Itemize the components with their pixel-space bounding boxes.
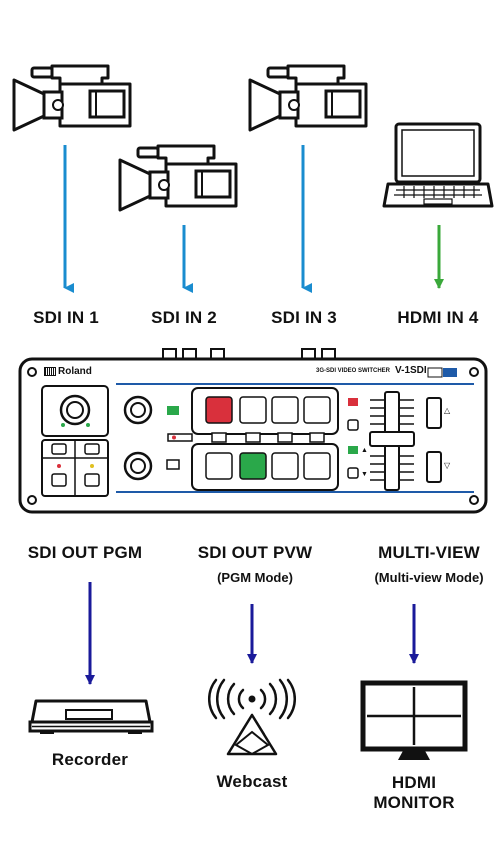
pvw-button-1 [205, 452, 233, 480]
pvw-button-2 [239, 452, 267, 480]
output-sub-pgm-mode: (PGM Mode) [217, 570, 293, 585]
input-label-sdi-in-1: SDI IN 1 [33, 308, 99, 327]
destination-label-webcast: Webcast [216, 772, 288, 791]
pvw-button-3 [271, 452, 299, 480]
input-label-sdi-in-3: SDI IN 3 [271, 308, 337, 327]
svg-text:▽: ▽ [444, 461, 451, 470]
device-model-name: V-1SDI [395, 365, 427, 376]
svg-text:▲: ▲ [361, 447, 368, 454]
camera-1-icon [12, 64, 132, 132]
output-label-sdi-out-pvw: SDI OUT PVW [197, 543, 313, 562]
output-sub-multi-view-mode: (Multi-view Mode) [374, 570, 484, 585]
recorder-icon [28, 699, 154, 734]
svg-text:▼: ▼ [361, 471, 368, 478]
brand-mark-icon [44, 367, 56, 376]
input-label-sdi-in-2: SDI IN 2 [151, 308, 217, 327]
video-switcher-device: ▲ ▼ △ ▽ [18, 348, 488, 514]
svg-text:△: △ [444, 406, 451, 415]
destination-label-hdmi: HDMI [391, 773, 437, 792]
pgm-button-1 [205, 396, 233, 424]
webcast-antenna-icon [207, 678, 297, 756]
hdmi-monitor-icon [360, 680, 468, 760]
camera-2-icon [118, 144, 238, 212]
input-label-hdmi-in-4: HDMI IN 4 [397, 308, 479, 327]
pgm-button-2 [239, 396, 267, 424]
destination-label-recorder: Recorder [51, 750, 129, 769]
output-label-sdi-out-pgm: SDI OUT PGM [27, 543, 143, 562]
device-model-caption: 3G-SDI VIDEO SWITCHER [316, 368, 391, 374]
destination-label-monitor: MONITOR [373, 793, 455, 812]
pvw-button-4 [303, 452, 331, 480]
output-label-multi-view: MULTI-VIEW [378, 543, 480, 562]
pgm-button-4 [303, 396, 331, 424]
pgm-button-3 [271, 396, 299, 424]
device-brand-logo: Roland [44, 366, 92, 377]
laptop-icon [382, 122, 494, 208]
camera-3-icon [248, 64, 368, 132]
